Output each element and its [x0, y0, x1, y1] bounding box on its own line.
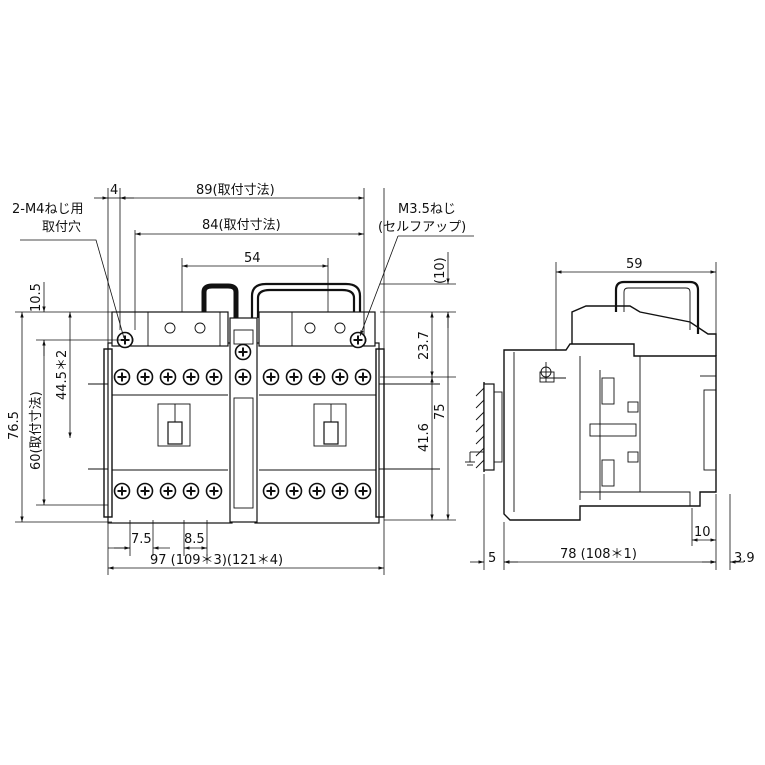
side-body: [503, 280, 717, 521]
wire-harness: [201, 282, 362, 318]
side-extension-lines: [483, 262, 731, 570]
dim-44-5: 44.5＊2: [55, 350, 70, 400]
dim-4: 4: [110, 183, 118, 198]
dim-10-top: (10): [433, 257, 448, 284]
indicator-right: [313, 403, 347, 447]
dim-23-7: 23.7: [417, 331, 432, 360]
dim-78: 78 (108＊1): [560, 547, 637, 562]
side-view: [465, 262, 744, 570]
dim-76-5: 76.5: [7, 411, 22, 440]
dim-75: 75: [433, 403, 448, 420]
dim-54: 54: [244, 251, 261, 266]
side-dimension-lines: [470, 270, 744, 564]
din-rail-profile: [483, 383, 503, 471]
label-terminal-screw: M3.5ねじ: [398, 202, 456, 217]
label-mount-hole-screw: 2-M4ねじ用: [12, 202, 83, 217]
dim-10-side: 10: [694, 525, 711, 540]
dim-84: 84(取付寸法): [202, 218, 281, 233]
dim-41-6: 41.6: [417, 423, 432, 452]
dim-89: 89(取付寸法): [196, 183, 275, 198]
indicator-left: [157, 403, 191, 447]
mounting-surface: [465, 382, 485, 472]
dim-8-5: 8.5: [184, 532, 205, 547]
front-view: [15, 188, 474, 575]
label-mount-hole: 取付穴: [42, 220, 81, 235]
dim-10-5: 10.5: [29, 283, 44, 312]
dim-97: 97 (109＊3)(121＊4): [150, 553, 283, 568]
dim-3-9: 3.9: [734, 551, 755, 566]
dim-60: 60(取付寸法): [29, 391, 44, 470]
front-extension-lines: [15, 188, 456, 575]
front-dimension-lines: [20, 196, 450, 570]
dim-7-5: 7.5: [131, 532, 152, 547]
dim-59: 59: [626, 257, 643, 272]
leader-lines: [20, 235, 474, 339]
front-labels: 2-M4ねじ用 取付穴 M3.5ねじ (セルフアップ) 4 89(取付寸法) 8…: [7, 183, 466, 568]
dim-5: 5: [488, 551, 496, 566]
side-labels: 59 5 78 (108＊1) 10 3.9: [488, 257, 755, 566]
label-terminal-type: (セルフアップ): [378, 220, 466, 235]
